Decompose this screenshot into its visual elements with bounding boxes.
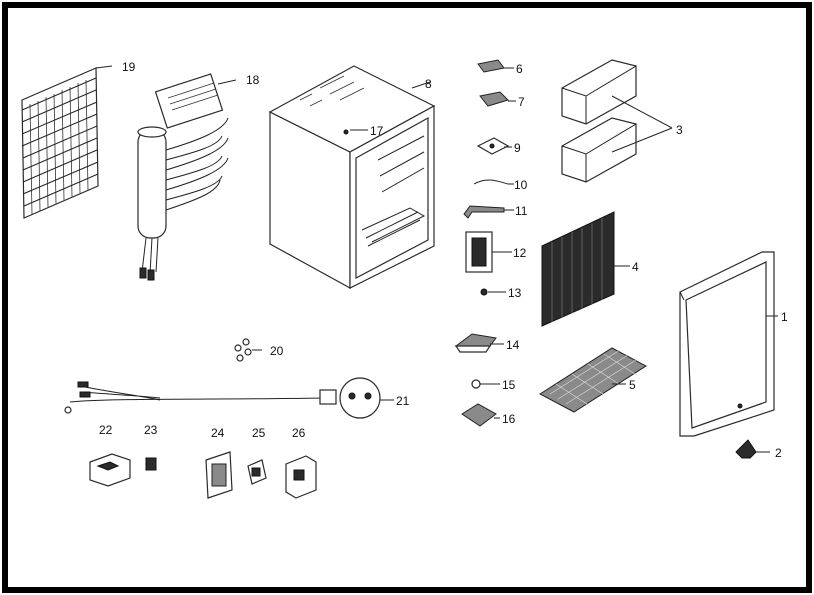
part-4-back-panel <box>541 211 630 327</box>
part-12-control-box <box>465 231 512 273</box>
callout-8: 8 <box>425 77 432 91</box>
part-24-circuit-board <box>205 451 233 499</box>
callout-4: 4 <box>632 260 639 274</box>
part-1-door <box>679 251 778 437</box>
callout-9: 9 <box>514 141 521 155</box>
callout-17: 17 <box>370 124 384 138</box>
callout-1: 1 <box>781 310 788 324</box>
callout-6: 6 <box>516 62 523 76</box>
part-15-foot <box>471 379 500 389</box>
part-25-switch <box>247 459 267 485</box>
callout-12: 12 <box>513 246 527 260</box>
part-2-door-stop <box>735 439 770 459</box>
callout-15: 15 <box>502 378 516 392</box>
part-9-thermostat-plate <box>476 137 512 155</box>
part-23-overload-protector <box>145 457 157 471</box>
part-18-evaporator-cooling-unit <box>137 73 237 281</box>
callout-24: 24 <box>211 426 225 440</box>
part-3-door-shelves <box>561 59 673 183</box>
callout-14: 14 <box>506 338 520 352</box>
callout-25: 25 <box>252 426 266 440</box>
callout-16: 16 <box>502 412 516 426</box>
part-21-power-cord <box>64 377 394 419</box>
callout-26: 26 <box>292 426 306 440</box>
callout-21: 21 <box>396 394 410 408</box>
callout-10: 10 <box>514 178 528 192</box>
callout-13: 13 <box>508 286 522 300</box>
part-8-cabinet <box>268 65 436 290</box>
callout-23: 23 <box>144 423 158 437</box>
part-26-terminal-box <box>285 455 317 499</box>
part-16-hinge-plate <box>461 403 500 427</box>
part-22-relay-cover <box>89 453 131 487</box>
callout-19: 19 <box>122 60 136 74</box>
callout-20: 20 <box>270 344 284 358</box>
callout-18: 18 <box>246 73 260 87</box>
part-5-ice-tray <box>539 347 647 413</box>
callout-7: 7 <box>518 95 525 109</box>
callout-3: 3 <box>676 123 683 137</box>
part-10-sensor-wire <box>473 179 514 185</box>
part-13-knob <box>480 288 506 296</box>
callout-labels: 1 2 3 4 5 6 7 8 9 10 11 12 13 14 15 16 1… <box>99 60 788 460</box>
part-14-bracket <box>454 333 504 353</box>
callout-2: 2 <box>775 446 782 460</box>
part-11-handle-bar <box>463 205 514 219</box>
callout-22: 22 <box>99 423 113 437</box>
callout-11: 11 <box>515 204 528 218</box>
part-7-hinge-bracket <box>479 91 516 107</box>
part-19-condenser-grille <box>21 65 113 219</box>
part-20-fittings <box>234 338 262 362</box>
callout-5: 5 <box>629 378 636 392</box>
part-6-hinge-pin <box>477 59 514 73</box>
